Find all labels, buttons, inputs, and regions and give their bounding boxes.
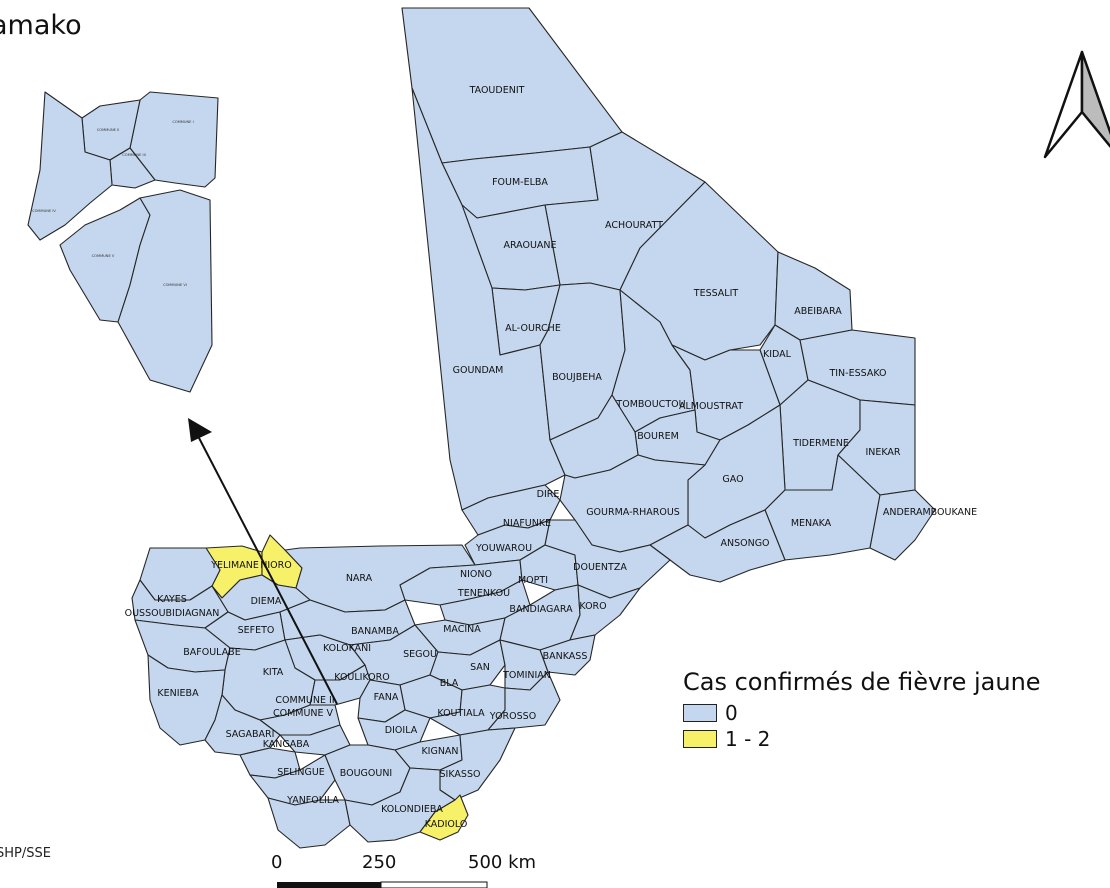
label-boujbeha: BOUJBEHA	[552, 372, 602, 383]
label-niafunke: NIAFUNKE	[503, 518, 551, 529]
inset-label-commune-i: COMMUNE I	[172, 120, 193, 124]
label-menaka: MENAKA	[791, 518, 832, 529]
scale-label-250: 250	[362, 852, 397, 873]
label-ansongo: ANSONGO	[720, 538, 769, 549]
label-tin-essako: TIN-ESSAKO	[828, 368, 886, 379]
legend: Cas confirmés de fièvre jaune 0 1 - 2	[683, 668, 1041, 752]
label-san: SAN	[470, 662, 490, 673]
label-banamba: BANAMBA	[351, 626, 399, 637]
label-kita: KITA	[263, 667, 284, 678]
north-arrow-icon	[1043, 50, 1110, 159]
legend-label-1: 1 - 2	[725, 727, 771, 751]
bamako-inset: COMMUNE I COMMUNE II COMMUNE III COMMUNE…	[27, 91, 219, 393]
label-selingue: SELINGUE	[277, 767, 325, 778]
label-commune-ii: COMMUNE II	[275, 695, 334, 706]
label-bla: BLA	[440, 678, 459, 689]
label-achouratt: ACHOURATT	[605, 220, 663, 231]
scale-label-500: 500 km	[468, 852, 537, 873]
label-inekar: INEKAR	[865, 447, 900, 458]
label-sagabari: SAGABARI	[226, 729, 275, 740]
label-fana: FANA	[374, 692, 399, 703]
label-kangaba: KANGABA	[263, 739, 310, 750]
district-abeibara[interactable]	[774, 251, 853, 341]
inset-label-commune-v: COMMUNE V	[92, 254, 115, 258]
label-bourem: BOUREM	[637, 431, 679, 442]
label-nara: NARA	[346, 573, 373, 584]
label-youwarou: YOUWAROU	[475, 543, 532, 554]
label-bankass: BANKASS	[543, 651, 588, 662]
label-kayes: KAYES	[157, 594, 187, 605]
district-sagabari[interactable]	[204, 694, 281, 756]
district-labels: TAOUDENIT FOUM-ELBA ACHOURATT ARAOUANE T…	[125, 85, 978, 830]
label-koulikoro: KOULIKORO	[334, 672, 390, 683]
legend-title: Cas confirmés de fièvre jaune	[683, 668, 1041, 696]
label-mopti: MOPTI	[518, 575, 548, 586]
label-niono: NIONO	[460, 569, 492, 580]
label-tominian: TOMINIAN	[502, 670, 551, 681]
source-note: SHP/SSE	[0, 846, 51, 861]
inset-label-commune-vi: COMMUNE VI	[163, 283, 187, 287]
label-sefeto: SEFETO	[238, 625, 275, 636]
label-yorosso: YOROSSO	[489, 711, 536, 722]
label-almoustrat: ALMOUSTRAT	[679, 401, 743, 412]
label-anderamboukane: ANDERAMBOUKANE	[883, 507, 977, 518]
legend-label-0: 0	[725, 701, 738, 725]
label-foum-elba: FOUM-ELBA	[492, 177, 548, 188]
inset-commune-iv[interactable]	[27, 91, 113, 241]
district-yorosso[interactable]	[487, 671, 561, 731]
district-douentza[interactable]	[544, 519, 671, 599]
legend-swatch-0	[683, 704, 717, 722]
label-kolokani: KOLOKANI	[323, 643, 371, 654]
label-bandiagara: BANDIAGARA	[509, 604, 573, 615]
label-koro: KORO	[579, 601, 606, 612]
label-araouane: ARAOUANE	[503, 240, 556, 251]
label-kolondieba: KOLONDIEBA	[381, 804, 443, 815]
label-kadiolo: KADIOLO	[425, 819, 468, 830]
label-gao: GAO	[722, 474, 743, 485]
label-macina: MACINA	[443, 624, 481, 635]
label-sikasso: SIKASSO	[440, 769, 481, 780]
label-kenieba: KENIEBA	[157, 688, 199, 699]
district-anderamboukane[interactable]	[869, 489, 936, 561]
label-tidermene: TIDERMENE	[792, 438, 849, 449]
inset-label-commune-iii: COMMUNE III	[122, 153, 145, 157]
label-yanfolila: YANFOLILA	[286, 795, 339, 806]
label-al-ourche: AL-OURCHE	[505, 323, 561, 334]
label-dire: DIRE	[537, 489, 560, 500]
label-commune-v: COMMUNE V	[273, 708, 334, 719]
label-tessalit: TESSALIT	[693, 288, 739, 299]
label-tenenkou: TENENKOU	[457, 588, 510, 599]
district-koro[interactable]	[569, 584, 641, 641]
inset-label-commune-iv: COMMUNE IV	[32, 209, 56, 213]
scale-bar	[277, 881, 488, 888]
district-polygons	[131, 7, 936, 849]
inset-pointer-arrow	[188, 418, 338, 705]
label-yelimane: YELIMANE	[210, 560, 259, 571]
label-goundam: GOUNDAM	[453, 365, 504, 376]
label-koutiala: KOUTIALA	[437, 708, 485, 719]
legend-item-0: 0	[683, 700, 1041, 726]
label-dioila: DIOILA	[385, 725, 418, 736]
label-segou: SEGOU	[403, 649, 437, 660]
inset-commune-vi[interactable]	[117, 189, 213, 393]
label-bafoulabe: BAFOULABE	[183, 647, 240, 658]
legend-item-1: 1 - 2	[683, 726, 1041, 752]
inset-label-commune-ii: COMMUNE II	[97, 128, 119, 132]
label-tombouctou: TOMBOUCTOU	[615, 399, 685, 410]
inset-title: amako	[0, 10, 82, 41]
label-diema: DIEMA	[251, 596, 282, 607]
label-kidal: KIDAL	[763, 349, 792, 360]
label-gourma-rharous: GOURMA-RHAROUS	[586, 507, 680, 518]
label-nioro: NIORO	[260, 560, 291, 571]
label-oussoubidiagnan: OUSSOUBIDIAGNAN	[125, 608, 220, 619]
label-bougouni: BOUGOUNI	[340, 768, 392, 779]
legend-swatch-1	[683, 730, 717, 748]
label-douentza: DOUENTZA	[573, 562, 627, 573]
district-kadiolo[interactable]	[419, 794, 469, 841]
label-taoudenit: TAOUDENIT	[469, 85, 525, 96]
label-kignan: KIGNAN	[421, 746, 458, 757]
label-abeibara: ABEIBARA	[794, 306, 842, 317]
scale-label-0: 0	[271, 852, 283, 873]
